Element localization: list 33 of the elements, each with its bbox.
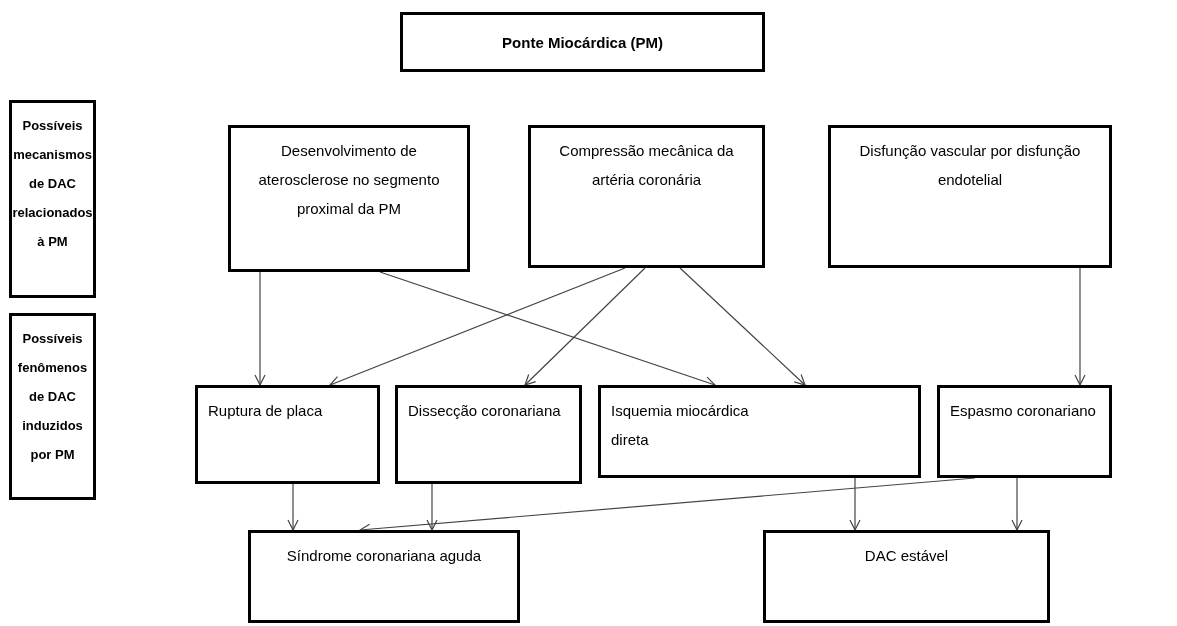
box-text: Possíveis mecanismos de DAC relacionados à PM (12, 117, 93, 251)
arrow (254, 271, 266, 386)
box-text: Possíveis fenômenos de DAC induzidos por PM (16, 330, 89, 464)
box-text: Compressão mecânica da artéria coronária (558, 141, 735, 190)
process-box (395, 385, 582, 484)
box-text: Desenvolvimento de aterosclerose no segmento proximal da PM (257, 141, 441, 219)
process-box (937, 385, 1112, 478)
row-label-box (9, 100, 96, 298)
box-text: DAC estável (864, 546, 949, 566)
arrow (524, 267, 646, 386)
process-box (598, 385, 921, 478)
process-box (763, 530, 1050, 623)
arrow (426, 483, 438, 531)
process-box (400, 12, 765, 72)
box-text: Ponte Miocárdica (PM) (502, 32, 663, 53)
arrow (329, 267, 626, 387)
process-box (195, 385, 380, 484)
process-box (248, 530, 520, 623)
arrow (679, 267, 806, 386)
arrow (849, 477, 861, 531)
process-box (228, 125, 470, 272)
process-box (828, 125, 1112, 268)
arrow (287, 483, 299, 531)
box-text: Síndrome coronariana aguda (286, 546, 482, 566)
box-text: Ruptura de placa (208, 401, 323, 421)
box-text: Isquemia miocárdica direta (611, 401, 750, 450)
row-label-box (9, 313, 96, 500)
arrow (1074, 267, 1086, 386)
box-text: Dissecção coronariana (408, 401, 561, 421)
process-box (528, 125, 765, 268)
arrow (1011, 477, 1023, 531)
box-text: Disfunção vascular por disfunção endotelial (858, 141, 1082, 190)
box-text: Espasmo coronariano (950, 401, 1096, 421)
